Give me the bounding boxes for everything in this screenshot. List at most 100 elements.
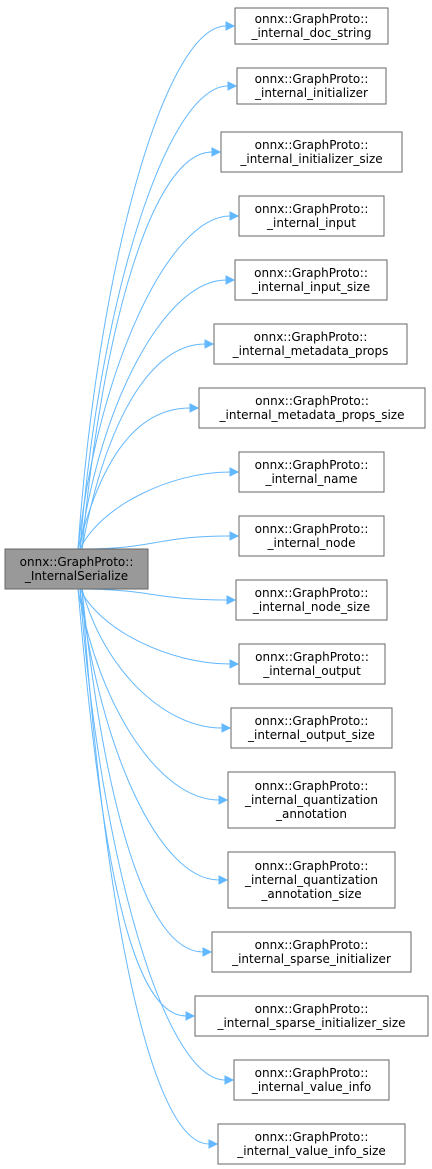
edge-line [79,471,231,550]
callee-node-internal-name-label-line: _internal_name [264,472,357,486]
edge-arrowhead [229,531,240,541]
edge-line [79,588,231,665]
callee-node-internal-sparse-initializer-size[interactable]: onnx::GraphProto::_internal_sparse_initi… [194,995,429,1037]
call-nodes: onnx::GraphProto::_InternalSerializeonnx… [4,7,429,1165]
callee-node-internal-metadata-props-label-line: _internal_metadata_props [232,344,389,358]
edge-arrowhead [225,21,236,31]
callee-node-internal-input-label-line: _internal_input [266,216,356,230]
callee-node-internal-value-info[interactable]: onnx::GraphProto::_internal_value_info [233,1059,390,1101]
edge-line [79,279,227,550]
callee-node-internal-metadata-props-size-label-line: _internal_metadata_props_size [219,408,405,422]
edge-line [77,407,191,550]
callee-node-internal-input-size-label-line: onnx::GraphProto:: [254,266,368,280]
callee-node-internal-node-size[interactable]: onnx::GraphProto::_internal_node_size [235,579,388,621]
callee-node-annotation-size-label-line: _annotation_size [260,887,361,901]
callee-node-annotation[interactable]: onnx::GraphProto::_internal_quantization… [227,771,396,829]
call-edge-internal-metadata-props [81,339,215,550]
edge-arrowhead [225,275,236,285]
callee-node-internal-value-info-size-box [217,1123,406,1165]
callee-node-internal-value-info-size-label-line: onnx::GraphProto:: [255,1130,369,1144]
callee-node-internal-node-label-line: _internal_node [267,536,356,550]
callee-node-internal-input[interactable]: onnx::GraphProto::_internal_input [238,195,385,237]
callee-node-internal-sparse-initializer-label-line: onnx::GraphProto:: [255,938,369,952]
call-edge-annotation-size [79,588,229,885]
callee-node-internal-metadata-props-size-box [198,387,426,429]
callee-node-internal-name-box [238,451,385,493]
call-edge-internal-metadata-props-size [77,403,200,550]
edge-line [77,215,231,550]
callee-node-internal-node[interactable]: onnx::GraphProto::_internal_node [238,515,385,557]
callee-node-internal-metadata-props-size[interactable]: onnx::GraphProto::_internal_metadata_pro… [198,387,426,429]
callee-node-internal-output-size-label-line: _internal_output_size [247,728,375,742]
callee-node-internal-name[interactable]: onnx::GraphProto::_internal_name [238,451,385,493]
callee-node-internal-initializer-size-box [220,131,403,173]
edge-arrowhead [227,81,238,91]
callee-node-internal-input-size[interactable]: onnx::GraphProto::_internal_input_size [234,259,388,301]
callee-node-internal-node-size-label-line: _internal_node_size [252,600,370,614]
edge-arrowhead [211,147,222,157]
edge-arrowhead [229,659,240,669]
edge-arrowhead [226,595,237,605]
callee-node-annotation-size[interactable]: onnx::GraphProto::_internal_quantization… [227,851,396,909]
callee-node-internal-node-label-line: onnx::GraphProto:: [255,522,369,536]
callee-node-internal-output-size-label-line: onnx::GraphProto:: [255,714,369,728]
edge-line [77,25,227,550]
callee-node-internal-value-info-size-label-line: _internal_value_info_size [236,1144,386,1158]
edge-arrowhead [224,1075,235,1085]
edge-line [81,588,223,729]
callee-node-internal-input-size-box [234,259,388,301]
edge-line [81,535,231,550]
callee-node-internal-doc-string-box [234,7,389,45]
callee-node-internal-input-size-label-line: _internal_input_size [251,280,370,294]
callee-node-internal-doc-string-label-line: onnx::GraphProto:: [255,12,369,26]
callee-node-internal-output-box [238,643,386,685]
root-function-node-box [4,548,149,590]
callee-node-internal-metadata-props-size-label-line: onnx::GraphProto:: [255,394,369,408]
callee-node-internal-value-info-box [233,1059,390,1101]
call-edge-internal-input-size [79,275,236,550]
callee-node-internal-initializer-size[interactable]: onnx::GraphProto::_internal_initializer_… [220,131,403,173]
callee-node-internal-sparse-initializer[interactable]: onnx::GraphProto::_internal_sparse_initi… [211,931,412,973]
call-edge-internal-node [81,531,240,550]
callee-node-internal-initializer[interactable]: onnx::GraphProto::_internal_initializer [236,67,387,105]
callee-node-internal-doc-string[interactable]: onnx::GraphProto::_internal_doc_string [234,7,389,45]
callee-node-annotation-label-line: _annotation [275,807,347,821]
callee-node-internal-output[interactable]: onnx::GraphProto::_internal_output [238,643,386,685]
edge-line [81,588,210,1145]
callee-node-internal-output-size-box [230,707,393,749]
callee-node-annotation-box [227,771,396,829]
edge-arrowhead [204,339,215,349]
callee-node-internal-sparse-initializer-size-label-line: onnx::GraphProto:: [255,1002,369,1016]
callee-node-internal-value-info-label-line: onnx::GraphProto:: [255,1066,369,1080]
callee-node-internal-output-label-line: _internal_output [262,664,361,678]
call-edge-internal-output [79,588,240,669]
call-edge-internal-initializer [79,81,238,550]
root-function-node[interactable]: onnx::GraphProto::_InternalSerialize [4,548,149,590]
callee-node-internal-node-size-box [235,579,388,621]
call-edge-internal-output-size [81,588,232,733]
callee-node-internal-sparse-initializer-size-box [194,995,429,1037]
root-function-node-label-line: onnx::GraphProto:: [20,555,134,569]
callee-node-internal-output-size[interactable]: onnx::GraphProto::_internal_output_size [230,707,393,749]
callee-node-internal-name-label-line: onnx::GraphProto:: [255,458,369,472]
callee-node-internal-initializer-size-label-line: onnx::GraphProto:: [255,138,369,152]
edge-arrowhead [221,723,232,733]
callee-node-internal-value-info-label-line: _internal_value_info [251,1080,371,1094]
callee-node-internal-metadata-props-label-line: onnx::GraphProto:: [254,330,368,344]
call-edge-internal-name [79,467,240,550]
edge-arrowhead [185,1011,196,1021]
callee-node-internal-sparse-initializer-size-label-line: _internal_sparse_initializer_size [216,1016,405,1030]
callee-node-annotation-label-line: _internal_quantization [244,793,378,807]
call-edge-internal-doc-string [77,21,236,550]
callee-node-internal-value-info-size[interactable]: onnx::GraphProto::_internal_value_info_s… [217,1123,406,1165]
callee-node-internal-node-size-label-line: onnx::GraphProto:: [255,586,369,600]
callee-node-internal-initializer-label-line: _internal_initializer [254,86,368,100]
call-edge-internal-sparse-initializer-size [77,588,196,1021]
callee-node-internal-metadata-props[interactable]: onnx::GraphProto::_internal_metadata_pro… [213,323,408,365]
edge-arrowhead [229,467,240,477]
edge-arrowhead [229,211,240,221]
call-edges [77,21,240,1149]
callee-node-annotation-label-line: onnx::GraphProto:: [255,779,369,793]
callee-node-internal-initializer-box [236,67,387,105]
